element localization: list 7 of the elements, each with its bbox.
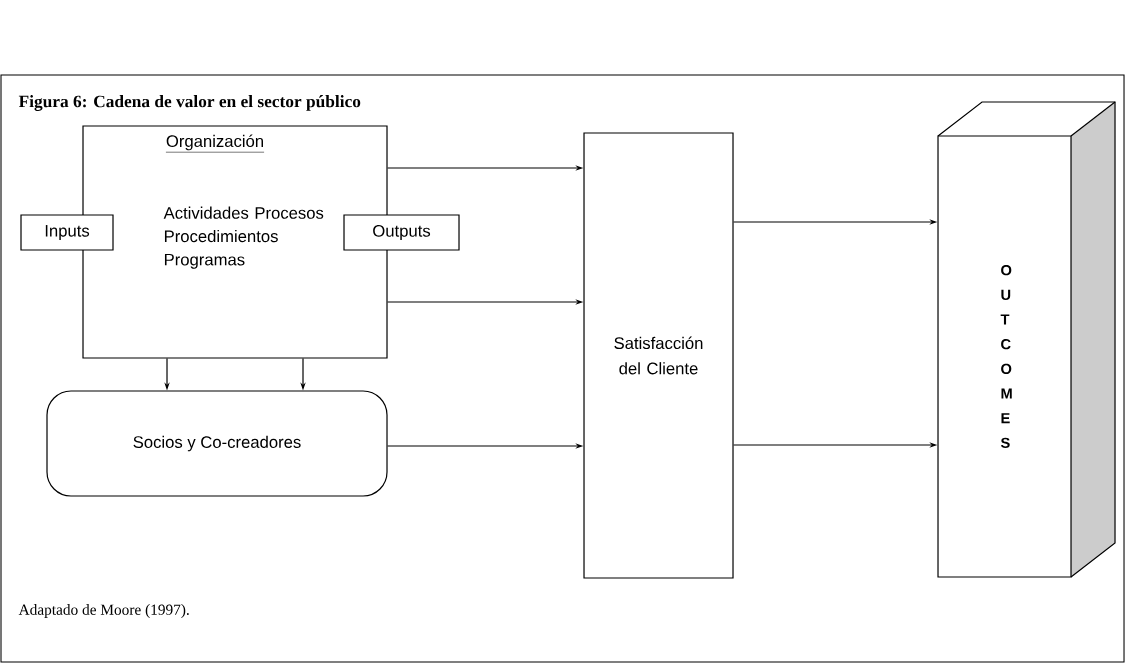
source-note: Adaptado de Moore (1997).	[18, 604, 189, 618]
rounded-box: Socios y Co-creadores	[46, 390, 388, 497]
label-box: Inputs	[20, 214, 114, 251]
process-box: Satisfacción del Cliente	[583, 132, 734, 579]
prism-box: OUTCOMES	[937, 101, 1116, 578]
figure-title: Figura 6: Cadena de valor en el sector público	[18, 95, 361, 111]
label-box: Outputs	[343, 214, 460, 251]
